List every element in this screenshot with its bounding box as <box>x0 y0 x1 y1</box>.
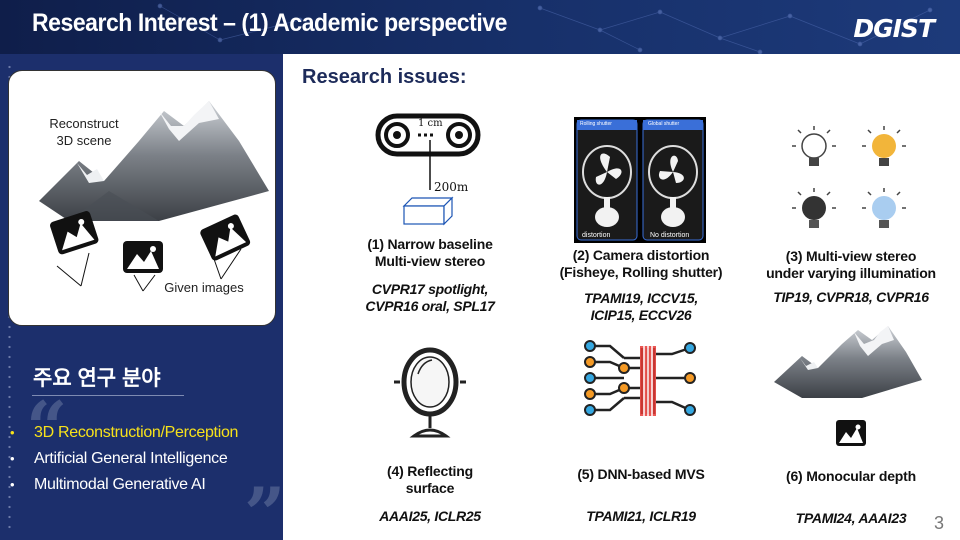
focus-item-agi: •Artificial General Intelligence <box>10 450 228 467</box>
dgist-logo: DGIST <box>853 14 935 43</box>
photo-icon <box>50 211 99 255</box>
issue-6-title: (6) Monocular depth <box>786 468 916 484</box>
neural-network-icon <box>584 340 696 416</box>
slide-title: Research Interest – (1) Academic perspec… <box>32 9 507 37</box>
issue-5-venues: TPAMI21, ICLR19 <box>586 508 696 524</box>
mountain-scene-icon <box>39 101 269 221</box>
page-number: 3 <box>933 513 944 533</box>
no-distortion-label: No distortion <box>650 232 690 239</box>
issue-1-venues: CVPR17 spotlight, CVPR16 oral, SPL17 <box>365 281 495 314</box>
research-areas-heading: 주요 연구 분야 <box>33 367 161 390</box>
mountain-icon <box>774 326 922 446</box>
distortion-label: distortion <box>582 232 611 239</box>
issue-4-title: (4) Reflecting surface <box>387 463 473 496</box>
close-quote-icon: ” <box>244 471 283 540</box>
distance-label: 200m <box>434 180 469 194</box>
issue-4-venues: AAAI25, ICLR25 <box>379 508 481 524</box>
rolling-shutter-label: Rolling shutter <box>580 121 612 127</box>
mirror-icon <box>394 347 466 438</box>
open-quote-icon: “ <box>26 385 68 470</box>
issue-2-title: (2) Camera distortion (Fisheye, Rolling … <box>559 247 723 280</box>
baseline-label: 1 cm <box>418 118 443 129</box>
issue-3-venues: TIP19, CVPR18, CVPR16 <box>773 289 929 305</box>
focus-item-3d-reconstruction: •3D Reconstruction/Perception <box>10 424 239 441</box>
given-images-caption: Given images <box>164 280 244 295</box>
focus-item-multimodal-ai: •Multimodal Generative AI <box>10 476 206 493</box>
given-images-icons <box>50 211 251 292</box>
divider <box>32 395 184 396</box>
photo-icon <box>836 420 866 446</box>
sidebar-panel: Reconstruct 3D scene <box>0 54 283 540</box>
scene-illustration-card: Reconstruct 3D scene <box>8 70 276 326</box>
bullet-icon: • <box>10 477 15 492</box>
header-bar: Research Interest – (1) Academic perspec… <box>0 0 960 54</box>
lightbulb-icon <box>792 126 906 228</box>
stereo-camera-icon <box>375 113 481 226</box>
fan-distortion-icon: Rolling shutter Global shutter distortio… <box>574 117 706 243</box>
research-issues-heading: Research issues: <box>302 66 467 88</box>
network-background <box>157 3 933 54</box>
bullet-icon: • <box>10 451 15 466</box>
issue-3-title: (3) Multi-view stereo under varying illu… <box>766 248 936 281</box>
issue-1-title: (1) Narrow baseline Multi-view stereo <box>367 236 493 269</box>
bullet-icon: • <box>10 425 15 440</box>
issue-6-venues: TPAMI24, AAAI23 <box>795 510 907 526</box>
issue-5-title: (5) DNN-based MVS <box>577 466 705 482</box>
reconstruct-caption: Reconstruct 3D scene <box>49 116 119 148</box>
global-shutter-label: Global shutter <box>648 121 680 127</box>
issue-2-venues: TPAMI19, ICCV15, ICIP15, ECCV26 <box>584 290 698 323</box>
